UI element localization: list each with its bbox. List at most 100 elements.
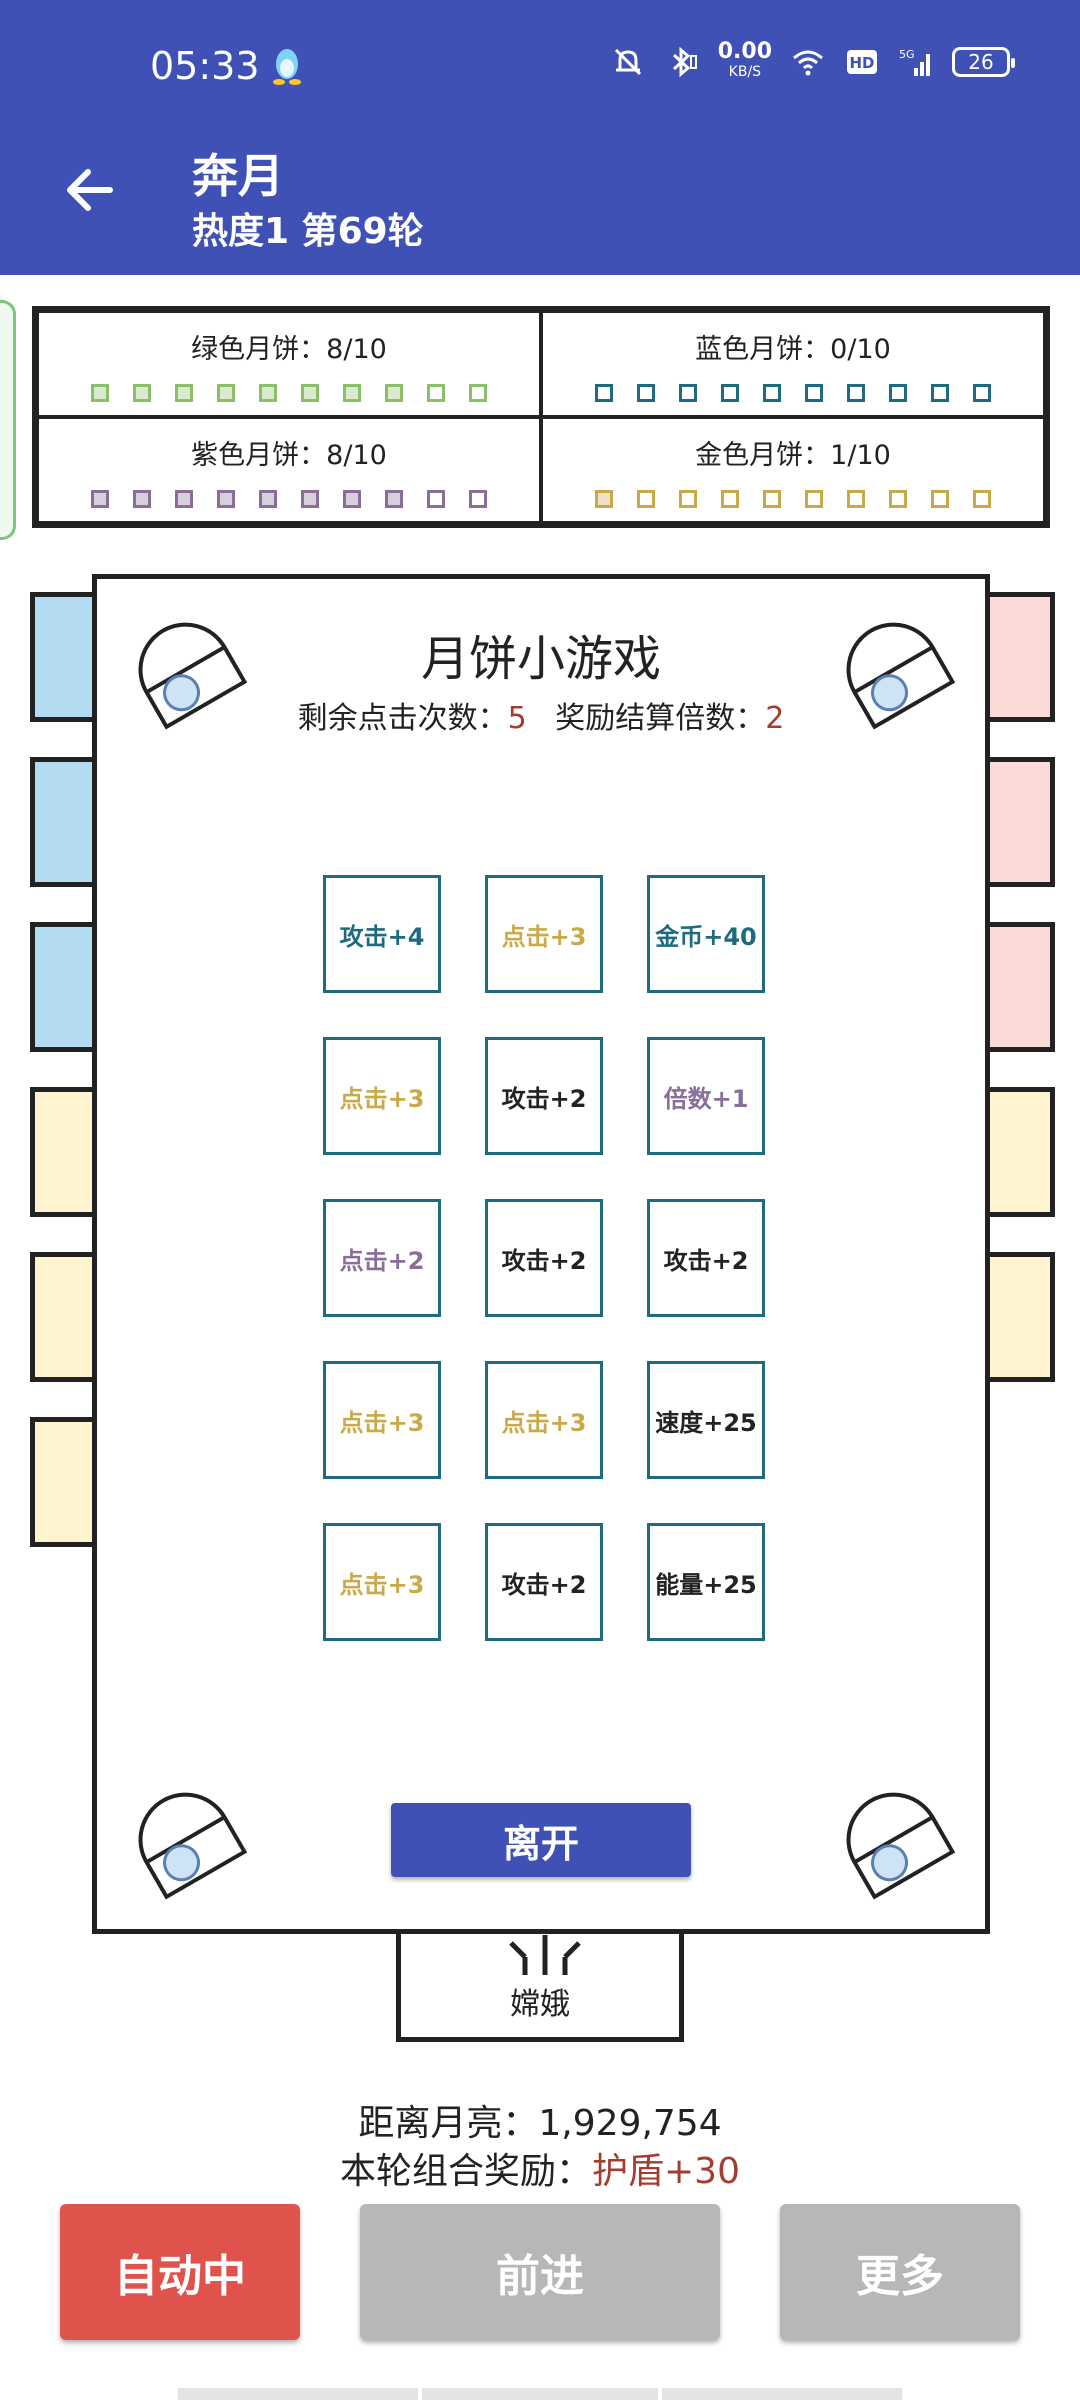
counter-square-filled (301, 489, 319, 508)
counter-label: 金色月饼：1/10 (695, 439, 891, 471)
status-time: 05:33 (150, 44, 260, 88)
counter-gold: 金色月饼：1/10 (541, 417, 1045, 523)
bottom-tab-stub[interactable] (178, 2388, 418, 2400)
corner-decoration-icon (846, 622, 956, 730)
counter-square-empty (973, 383, 991, 402)
side-drawer-handle[interactable] (0, 300, 16, 540)
leave-button[interactable]: 离开 (391, 1803, 691, 1877)
reward-tile[interactable]: 攻击+4 (323, 875, 441, 993)
counter-square-empty (847, 489, 865, 508)
counter-square-empty (721, 489, 739, 508)
character-box: 嫦娥 (396, 1920, 684, 2042)
reward-tile[interactable]: 速度+25 (647, 1361, 765, 1479)
battery-icon: 26 (952, 47, 1015, 77)
back-arrow-icon[interactable] (60, 160, 120, 220)
reward-tile[interactable]: 攻击+2 (485, 1199, 603, 1317)
counter-square-empty (469, 383, 487, 402)
counter-square-empty (805, 489, 823, 508)
counter-square-empty (889, 489, 907, 508)
counter-square-empty (595, 383, 613, 402)
counter-square-empty (637, 489, 655, 508)
multiplier-value: 2 (765, 701, 785, 736)
reward-tile[interactable]: 点击+3 (323, 1361, 441, 1479)
bottom-tab-stub[interactable] (422, 2388, 658, 2400)
distance-to-moon: 距离月亮：1,929,754 (358, 2103, 722, 2144)
counter-square-empty (763, 489, 781, 508)
counter-label: 紫色月饼：8/10 (191, 439, 387, 471)
svg-text:5G: 5G (899, 48, 915, 61)
reward-tile[interactable]: 金币+40 (647, 875, 765, 993)
counter-square-filled (133, 383, 151, 402)
reward-tile[interactable]: 能量+25 (647, 1523, 765, 1641)
hd-icon: HD (847, 50, 877, 74)
dialog-title: 月饼小游戏 (420, 631, 661, 687)
wifi-icon (793, 50, 823, 76)
counter-squares (91, 383, 487, 402)
dialog-stats: 剩余点击次数：5 奖励结算倍数：2 (97, 693, 985, 737)
reward-tile[interactable]: 倍数+1 (647, 1037, 765, 1155)
reward-tile[interactable]: 攻击+2 (485, 1037, 603, 1155)
counter-square-filled (385, 489, 403, 508)
multiplier-label: 奖励结算倍数： (555, 701, 766, 736)
bottom-tab-stub[interactable] (662, 2388, 902, 2400)
counter-square-empty (679, 383, 697, 402)
net-speed: 0.00 KB/S (718, 41, 772, 82)
counter-blue: 蓝色月饼：0/10 (541, 311, 1045, 417)
counter-square-filled (217, 383, 235, 402)
counter-square-empty (931, 489, 949, 508)
character-name: 嫦娥 (510, 1987, 570, 2022)
counter-square-filled (343, 489, 361, 508)
corner-decoration-icon (138, 622, 248, 730)
counter-square-filled (343, 383, 361, 402)
forward-button[interactable]: 前进 (360, 2204, 720, 2340)
counter-square-filled (91, 489, 109, 508)
counter-square-empty (889, 383, 907, 402)
combo-reward: 本轮组合奖励：护盾+30 (0, 2142, 1080, 2194)
counter-square-empty (973, 489, 991, 508)
counter-square-empty (469, 489, 487, 508)
reward-tile[interactable]: 点击+3 (485, 1361, 603, 1479)
bluetooth-icon (672, 46, 697, 78)
counter-square-empty (847, 383, 865, 402)
status-icons: 0.00 KB/S HD 5G 26 (610, 41, 1015, 82)
page-title: 奔月 (192, 149, 284, 203)
more-button[interactable]: 更多 (780, 2204, 1020, 2340)
character-figure-icon (509, 1935, 581, 1975)
corner-decoration-icon (138, 1792, 248, 1900)
counter-square-empty (427, 489, 445, 508)
reward-tile[interactable]: 点击+3 (323, 1523, 441, 1641)
clicks-label: 剩余点击次数： (297, 701, 508, 736)
counter-green: 绿色月饼：8/10 (37, 311, 541, 417)
combo-reward-label: 本轮组合奖励： (340, 2151, 593, 2192)
counter-squares (595, 383, 991, 402)
reward-tile[interactable]: 点击+3 (485, 875, 603, 993)
counter-square-filled (175, 489, 193, 508)
svg-text:HD: HD (849, 54, 874, 72)
status-bar: 05:33 0.00 KB/S HD 5G (0, 0, 1080, 130)
counter-square-filled (595, 489, 613, 508)
reward-tile[interactable]: 点击+3 (323, 1037, 441, 1155)
qq-penguin-icon (273, 49, 301, 85)
counter-purple: 紫色月饼：8/10 (37, 417, 541, 523)
counter-squares (595, 489, 991, 508)
counter-square-empty (637, 383, 655, 402)
reward-tile[interactable]: 攻击+2 (647, 1199, 765, 1317)
signal-5g-icon: 5G (899, 48, 930, 76)
page-subtitle: 热度1 第69轮 (192, 211, 424, 252)
counter-square-filled (301, 383, 319, 402)
counter-squares (91, 489, 487, 508)
counter-square-filled (91, 383, 109, 402)
counter-square-empty (427, 383, 445, 402)
auto-button[interactable]: 自动中 (60, 2204, 300, 2340)
reward-tile-grid: 攻击+4 点击+3 金币+40 点击+3 攻击+2 倍数+1 点击+2 攻击+2… (323, 875, 765, 1641)
net-speed-unit: KB/S (728, 64, 762, 80)
counter-square-empty (931, 383, 949, 402)
counter-square-filled (217, 489, 235, 508)
clicks-value: 5 (507, 701, 527, 736)
app-bar: 奔月 热度1 第69轮 (0, 130, 1080, 275)
mooncake-minigame-dialog: 月饼小游戏 剩余点击次数：5 奖励结算倍数：2 攻击+4 (92, 574, 990, 1934)
corner-decoration-icon (846, 1792, 956, 1900)
combo-reward-value: 护盾+30 (592, 2151, 740, 2192)
reward-tile[interactable]: 攻击+2 (485, 1523, 603, 1641)
reward-tile[interactable]: 点击+2 (323, 1199, 441, 1317)
